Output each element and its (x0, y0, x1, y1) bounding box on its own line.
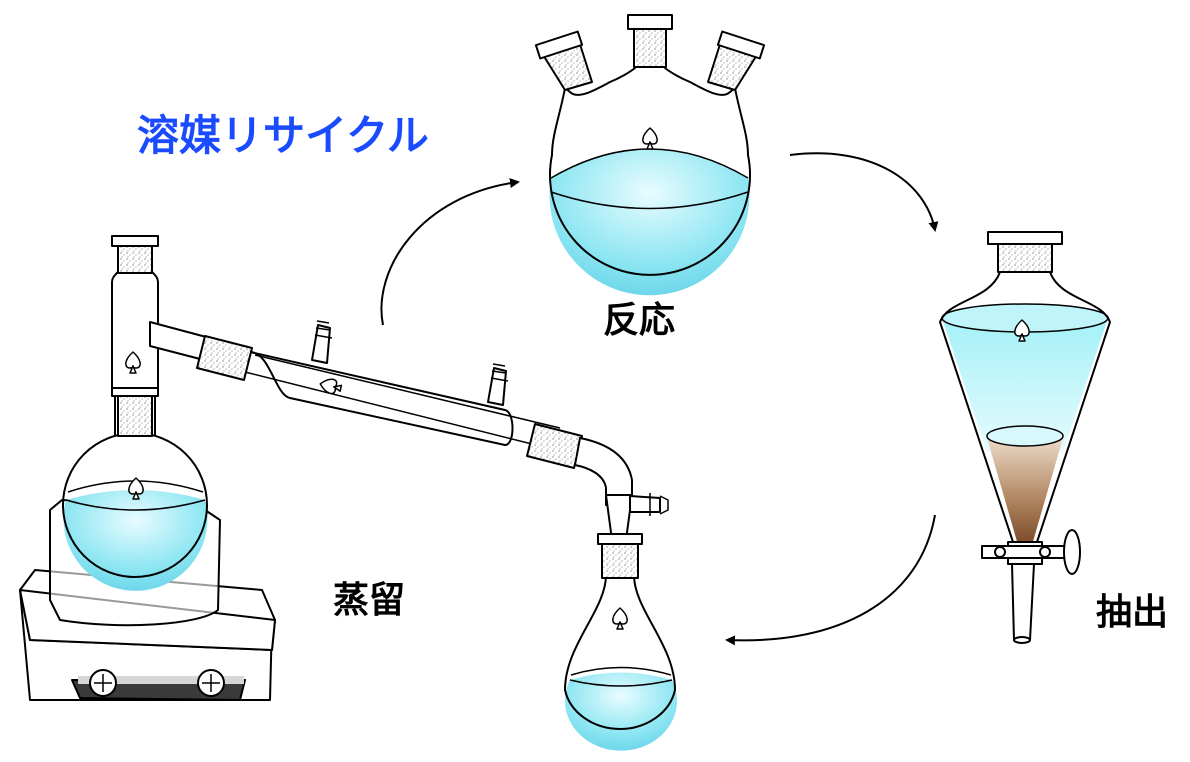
spade-icon (612, 607, 628, 630)
curved-arrow-icon (725, 514, 936, 646)
spade-icon (125, 351, 141, 374)
receiving-flask-solvent (565, 672, 677, 751)
cycle-arrows (380, 152, 939, 646)
three-neck-flask (534, 14, 766, 296)
dial-icon (89, 669, 117, 697)
dial-icon (197, 669, 225, 697)
pear-flask (564, 574, 676, 730)
condenser (249, 351, 514, 446)
spade-icon (1014, 319, 1030, 342)
spade-icon (128, 477, 144, 500)
separatory-funnel (939, 231, 1111, 644)
spade-icon (319, 378, 343, 395)
spade-icon (642, 127, 658, 150)
reaction-solvent (549, 149, 750, 296)
curved-arrow-icon (789, 152, 939, 232)
step-label-extraction: 抽出 (1096, 592, 1169, 633)
organic-layer (942, 309, 1108, 452)
boiling-flask-solvent (63, 490, 208, 591)
step-label-distillation: 蒸留 (333, 580, 406, 621)
distillation-apparatus (19, 235, 677, 751)
aqueous-layer (987, 433, 1063, 545)
diagram-title: 溶媒リサイクル (137, 111, 429, 160)
curved-arrow-icon (380, 178, 520, 326)
step-label-reaction: 反応 (603, 300, 676, 341)
